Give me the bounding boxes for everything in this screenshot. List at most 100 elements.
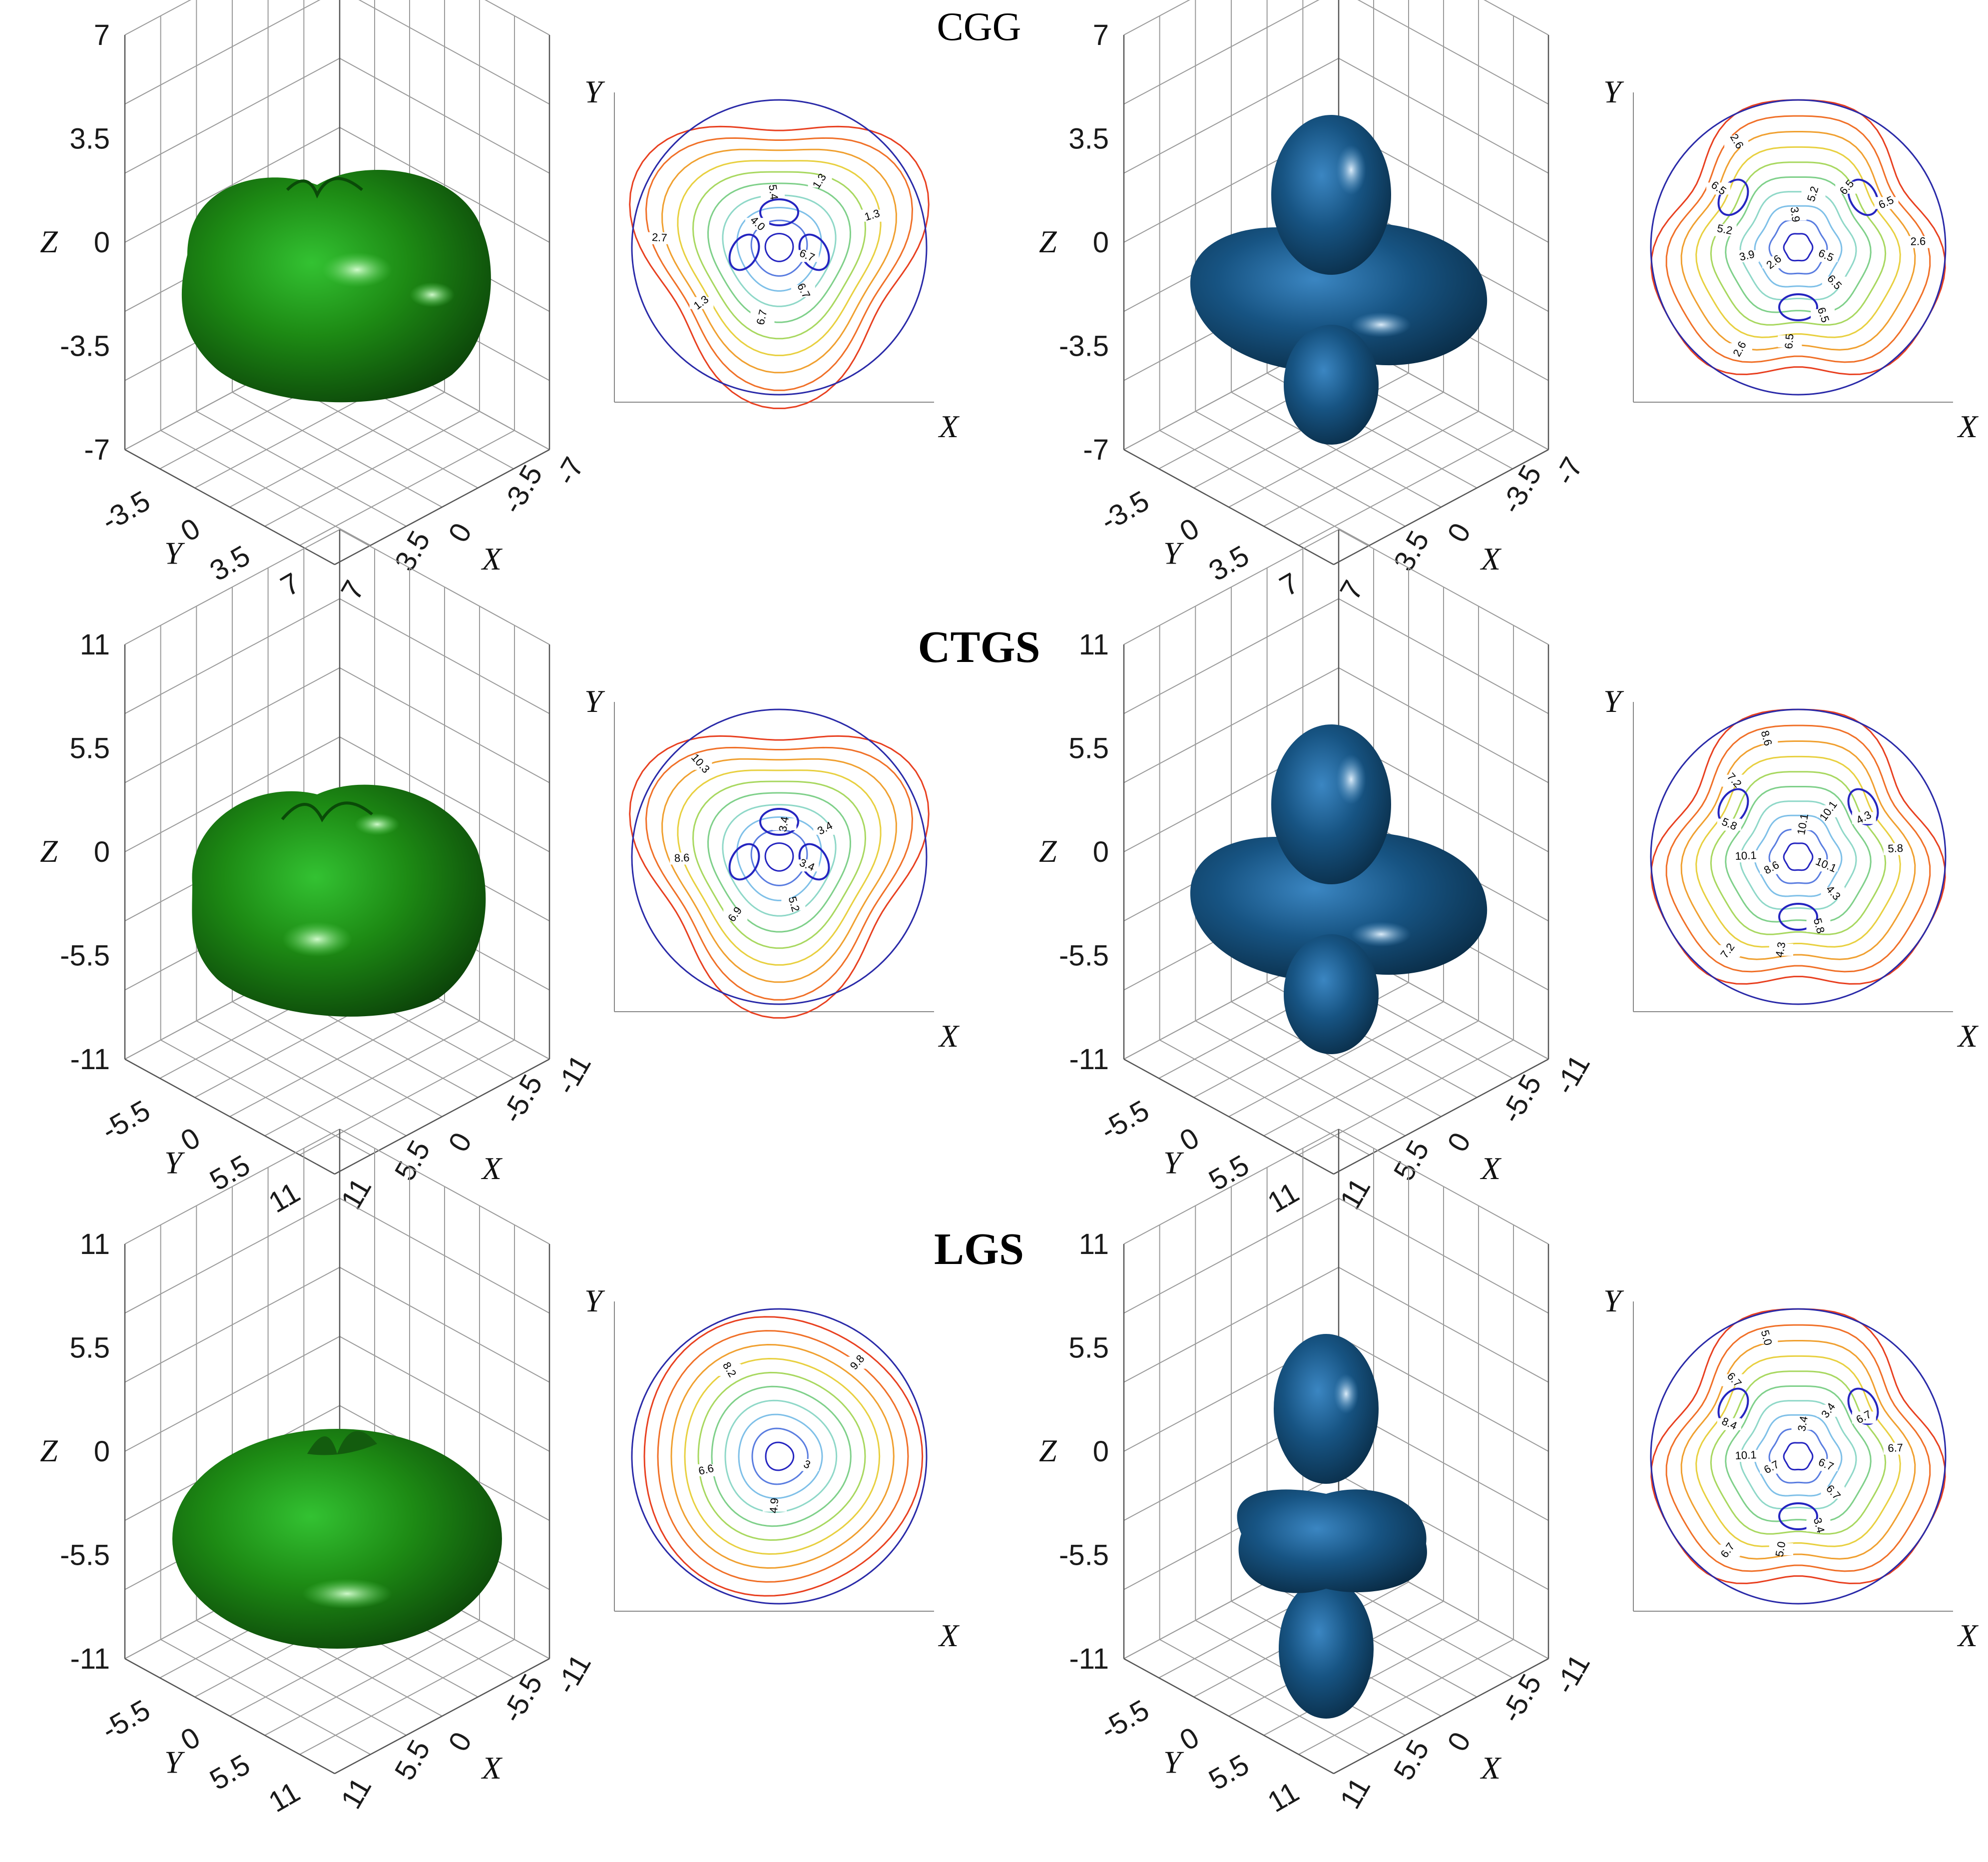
contour-label-bg [1814, 1459, 1838, 1471]
axis-frame [1333, 1658, 1549, 1775]
contour-label-bg [813, 822, 838, 835]
contour-line [1725, 786, 1872, 923]
z-tick-label: -11 [70, 1643, 110, 1675]
z-tick-label: -11 [1069, 1643, 1109, 1675]
contour-label-bg [1760, 862, 1784, 874]
grid-line [1123, 0, 1320, 105]
contour-line [738, 1413, 823, 1499]
contour-value-label: 10.1 [1735, 1448, 1757, 1462]
contour-value-label: 4.0 [748, 213, 767, 233]
grid-line [1484, 0, 1549, 35]
x-tick-label: 0 [442, 1727, 478, 1757]
z-tick-label: 0 [94, 226, 110, 259]
contour-line [1768, 828, 1828, 884]
contour-line [736, 816, 822, 901]
x-tick-label: 0 [1441, 1727, 1477, 1757]
z-tick-label: 3.5 [1068, 123, 1109, 155]
y-tick-label: -5.5 [1095, 1094, 1154, 1147]
x-tick-label: -3.5 [496, 460, 548, 519]
blue-isosurface [1237, 1334, 1427, 1719]
contour-label-bg [1706, 182, 1731, 195]
x-axis-label: X [481, 1151, 503, 1186]
axis-frame [1123, 1058, 1334, 1175]
z-tick-label: -3.5 [60, 330, 110, 363]
contour-line [750, 829, 808, 886]
grid-line [339, 529, 550, 645]
contour-label-bg [1814, 250, 1838, 262]
contour-label-bg [1791, 818, 1816, 830]
z-tick-label: -5.5 [1059, 1539, 1109, 1572]
y-tick-label: 11 [1262, 1176, 1305, 1219]
contour-label-bg [723, 908, 748, 921]
contour-label-bg [795, 1459, 819, 1471]
contour-line [1768, 219, 1828, 275]
contour-x-label: X [938, 1018, 960, 1054]
z-axis-label: Z [1039, 224, 1057, 259]
contour-value-label: 6.5 [1709, 178, 1728, 197]
y-tick-label: 5.5 [204, 1748, 255, 1797]
contour-line [1650, 1308, 1946, 1584]
grid-line [339, 1198, 550, 1314]
z-tick-label: 5.5 [69, 1332, 110, 1364]
grid-line [1123, 529, 1339, 645]
contour-label-bg [1754, 732, 1778, 744]
contour-label-bg [781, 898, 806, 911]
contour-line [707, 792, 852, 933]
contour-label-bg [1728, 343, 1752, 356]
z-tick-label: 3.5 [69, 123, 110, 155]
grid-line [124, 529, 340, 645]
z-tick-label: 0 [1093, 226, 1109, 259]
contour-line [751, 1427, 809, 1485]
contour-boundary-circle [631, 708, 928, 1005]
cgg-green-contour-map: YX6.76.76.71.32.74.05.41.31.3 [584, 74, 960, 444]
z-axis-label: Z [40, 833, 58, 869]
z-tick-label: 11 [80, 1228, 110, 1260]
axis-frame [334, 449, 550, 566]
contour-lobe [759, 198, 799, 226]
axis-frame [1123, 1658, 1334, 1775]
x-tick-label: -11 [549, 1649, 597, 1699]
grid-line [1338, 529, 1549, 645]
z-tick-label: 0 [1093, 1435, 1109, 1468]
grid-line [1338, 598, 1549, 714]
contour-value-label: 4.9 [767, 1497, 781, 1514]
grid-line [1123, 1129, 1339, 1244]
contour-boundary-circle [1650, 708, 1947, 1005]
contour-line [645, 137, 914, 391]
contour-line [1739, 191, 1857, 301]
z-tick-label: -5.5 [60, 940, 110, 972]
contour-line [697, 1371, 866, 1541]
contour-line [1680, 131, 1916, 351]
contour-value-label: 6.7 [1824, 1482, 1843, 1502]
contour-value-label: 5.2 [1716, 222, 1734, 237]
z-tick-label: 5.5 [1068, 1332, 1109, 1364]
contour-line [692, 780, 867, 949]
x-tick-label: -11 [1548, 1649, 1596, 1699]
contour-value-label: 2.6 [1728, 131, 1746, 151]
x-tick-label: 11 [1334, 1772, 1377, 1815]
contour-line [1710, 1370, 1887, 1535]
contour-x-label: X [938, 1618, 960, 1653]
contour-value-label: 6.7 [1718, 1540, 1737, 1560]
contour-line [1768, 1428, 1828, 1484]
z-axis-label: Z [1039, 1433, 1057, 1468]
contour-line [1665, 724, 1931, 973]
y-tick-label: 5.5 [1203, 1748, 1254, 1797]
z-axis-label: Z [40, 224, 58, 259]
contour-line [722, 804, 837, 917]
x-tick-label: 11 [335, 1772, 378, 1815]
contour-x-label: X [1957, 1018, 1979, 1054]
contour-label-bg [1717, 818, 1741, 831]
contour-value-label: 2.6 [1764, 252, 1783, 271]
contour-value-label: 3.4 [1795, 1415, 1810, 1432]
y-tick-label: -3.5 [1095, 485, 1154, 538]
contour-line [1754, 205, 1843, 288]
contour-line [764, 842, 794, 872]
contour-label-bg [1817, 1404, 1841, 1417]
contour-label-bg [1782, 208, 1807, 221]
contour-line [1695, 1355, 1901, 1547]
contour-line [1710, 161, 1887, 326]
